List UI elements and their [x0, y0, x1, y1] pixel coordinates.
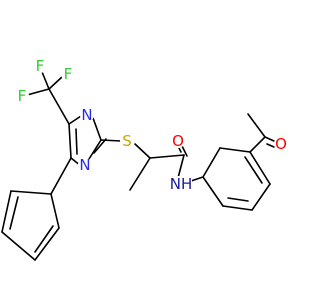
svg-text:F: F	[64, 65, 73, 83]
atom-f3: F	[61, 65, 75, 83]
atom-o-ketone: O	[274, 135, 288, 153]
atom-f2: F	[15, 87, 29, 105]
svg-text:O: O	[172, 132, 184, 150]
svg-text:S: S	[122, 132, 132, 150]
svg-text:NH: NH	[170, 175, 193, 193]
atom-nh: NH	[170, 175, 193, 193]
bond-lines	[1, 66, 275, 261]
svg-text:F: F	[18, 87, 27, 105]
atom-f1: F	[33, 57, 47, 75]
svg-text:F: F	[36, 57, 45, 75]
atom-labels: F F F N N S O NH	[15, 57, 288, 193]
svg-text:O: O	[275, 135, 287, 153]
atom-s: S	[120, 132, 134, 150]
svg-text:N: N	[81, 106, 92, 124]
atom-o-amide: O	[171, 132, 185, 150]
atom-n2: N	[78, 156, 92, 174]
atom-n1: N	[80, 106, 94, 124]
molecule-structure-diagram: F F F N N S O NH	[1, 57, 288, 261]
svg-text:N: N	[79, 156, 90, 174]
